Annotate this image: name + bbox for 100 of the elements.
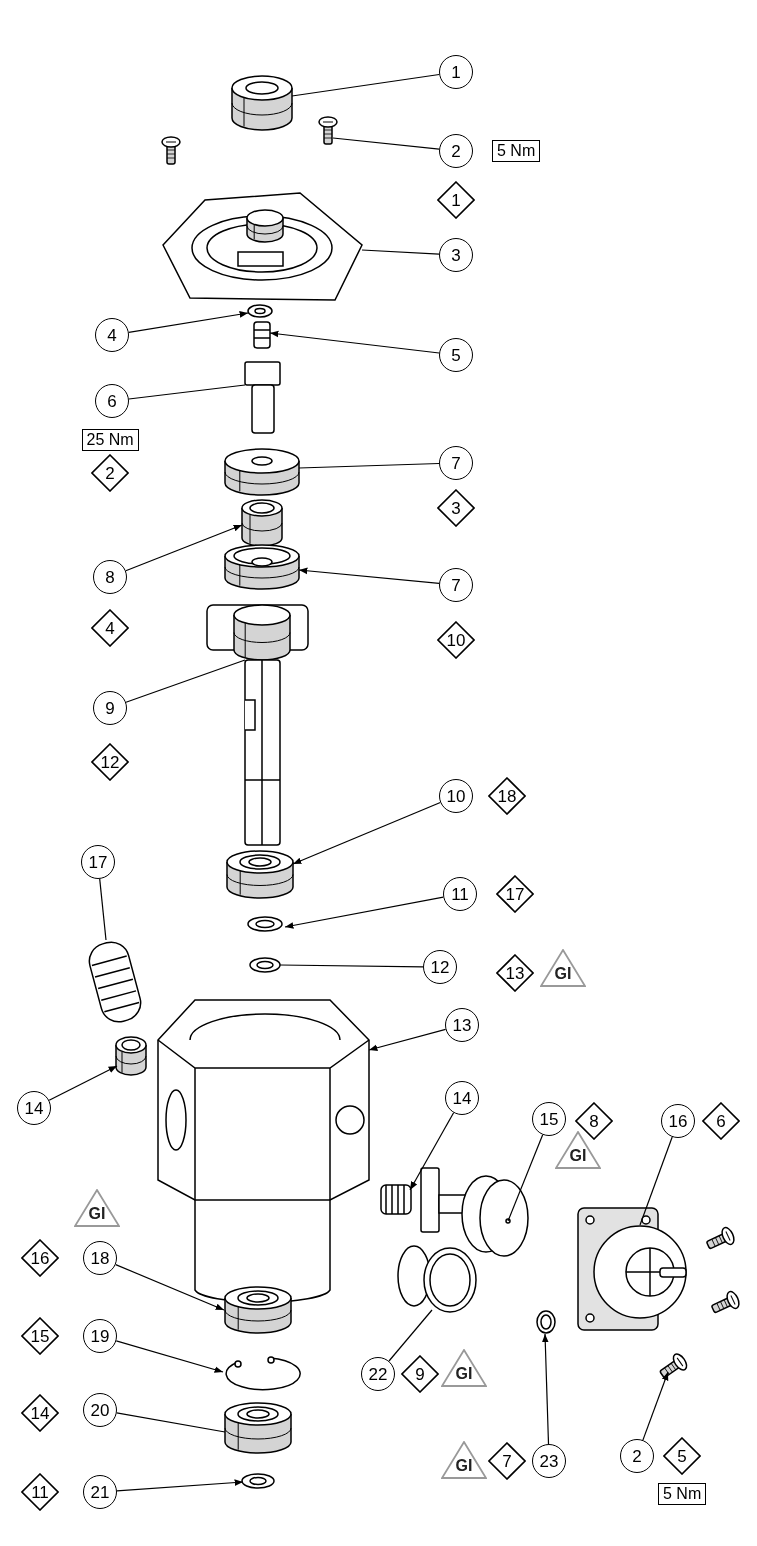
leader-line (368, 1028, 447, 1052)
callout-number: 18 (83, 1241, 117, 1275)
reference-diamond: 5 (663, 1437, 701, 1475)
callout-number: 5 (439, 338, 473, 372)
callout-number: 2 (620, 1439, 654, 1473)
reference-diamond: 4 (91, 609, 129, 647)
note-triangle: GI (441, 1349, 487, 1387)
reference-diamond: 1 (437, 181, 475, 219)
cup-drawing (224, 544, 300, 590)
reference-diamond: 12 (91, 743, 129, 781)
reference-diamond: 14 (21, 1394, 59, 1432)
lock-ring-drawing (247, 916, 283, 932)
reference-diamond: 10 (437, 621, 475, 659)
reference-diamond: 18 (488, 777, 526, 815)
reference-diamond: 6 (702, 1102, 740, 1140)
leader-line (279, 964, 424, 968)
o-ring-drawing (536, 1310, 556, 1334)
reference-diamond: 13 (496, 954, 534, 992)
shaft-drawing (206, 604, 309, 846)
callout-number: 7 (439, 568, 473, 602)
circlip-drawing (225, 1356, 301, 1391)
callout-number: 14 (17, 1091, 51, 1125)
callout-number: 6 (95, 384, 129, 418)
piston-drawing (420, 1167, 529, 1257)
leader-line (269, 330, 440, 354)
callout-number: 12 (423, 950, 457, 984)
washer-drawing (247, 304, 273, 318)
callout-number: 2 (439, 134, 473, 168)
torque-label: 25 Nm (81, 429, 139, 451)
leader-line (409, 1112, 455, 1191)
bolt-drawing (244, 361, 281, 434)
leader-line (128, 311, 249, 333)
torque-label: 5 Nm (492, 140, 541, 162)
callout-number: 8 (93, 560, 127, 594)
callout-number: 13 (445, 1008, 479, 1042)
callout-number: 16 (661, 1104, 695, 1138)
reference-diamond: 15 (21, 1317, 59, 1355)
reference-diamond: 3 (437, 489, 475, 527)
leader-line (99, 878, 107, 941)
callout-number: 23 (532, 1444, 566, 1478)
reference-diamond: 16 (21, 1239, 59, 1277)
callout-number: 22 (361, 1357, 395, 1391)
callout-number: 1 (439, 55, 473, 89)
callout-number: 21 (83, 1475, 117, 1509)
reference-diamond: 8 (575, 1102, 613, 1140)
leader-line (128, 384, 246, 400)
note-triangle: GI (74, 1189, 120, 1227)
leader-line (291, 73, 440, 97)
washer-drawing (249, 957, 281, 973)
reference-diamond: 2 (91, 454, 129, 492)
leader-line (116, 1412, 226, 1433)
bearing-drawing (224, 1286, 292, 1334)
leader-line (507, 1134, 544, 1222)
bearing-drawing (224, 1402, 292, 1454)
leader-line (541, 1333, 550, 1445)
leader-line (639, 1136, 673, 1226)
callout-number: 10 (439, 779, 473, 813)
callout-number: 19 (83, 1319, 117, 1353)
disc-drawing (224, 448, 300, 496)
plug-drawing (380, 1184, 412, 1215)
note-triangle: GI (441, 1441, 487, 1479)
leader-line (125, 524, 243, 572)
leader-line (115, 1264, 225, 1311)
motor-drawing (577, 1207, 687, 1331)
callout-number: 20 (83, 1393, 117, 1427)
screw-drawing (318, 116, 338, 145)
leader-line (642, 1371, 669, 1441)
reference-diamond: 7 (488, 1442, 526, 1480)
callout-number: 14 (445, 1081, 479, 1115)
fitting-drawing (253, 321, 271, 349)
leader-line (115, 1340, 224, 1373)
leader-line (284, 896, 444, 929)
callout-number: 9 (93, 691, 127, 725)
reference-diamond: 9 (401, 1355, 439, 1393)
callout-number: 11 (443, 877, 477, 911)
leader-line (298, 462, 440, 469)
bushing-drawing (241, 499, 283, 547)
cover-plate-drawing (162, 192, 363, 301)
leader-line (125, 659, 246, 703)
plug-drawing (115, 1036, 147, 1076)
o-rings-drawing (397, 1245, 477, 1313)
leader-line (48, 1065, 118, 1101)
leader-line (116, 1479, 244, 1492)
note-triangle: GI (540, 949, 586, 987)
callout-number: 7 (439, 446, 473, 480)
leader-line (388, 1309, 433, 1362)
leader-line (292, 801, 441, 865)
torque-label: 5 Nm (658, 1483, 707, 1505)
leader-line (332, 137, 440, 150)
reference-diamond: 17 (496, 875, 534, 913)
note-triangle: GI (555, 1131, 601, 1169)
bearing-drawing (226, 850, 294, 899)
screw-drawing (658, 1353, 688, 1379)
callout-number: 3 (439, 238, 473, 272)
reference-diamond: 11 (21, 1473, 59, 1511)
washer-drawing (241, 1473, 275, 1489)
leader-line (361, 249, 440, 255)
callout-number: 4 (95, 318, 129, 352)
callout-number: 17 (81, 845, 115, 879)
housing-drawing (157, 999, 370, 1304)
